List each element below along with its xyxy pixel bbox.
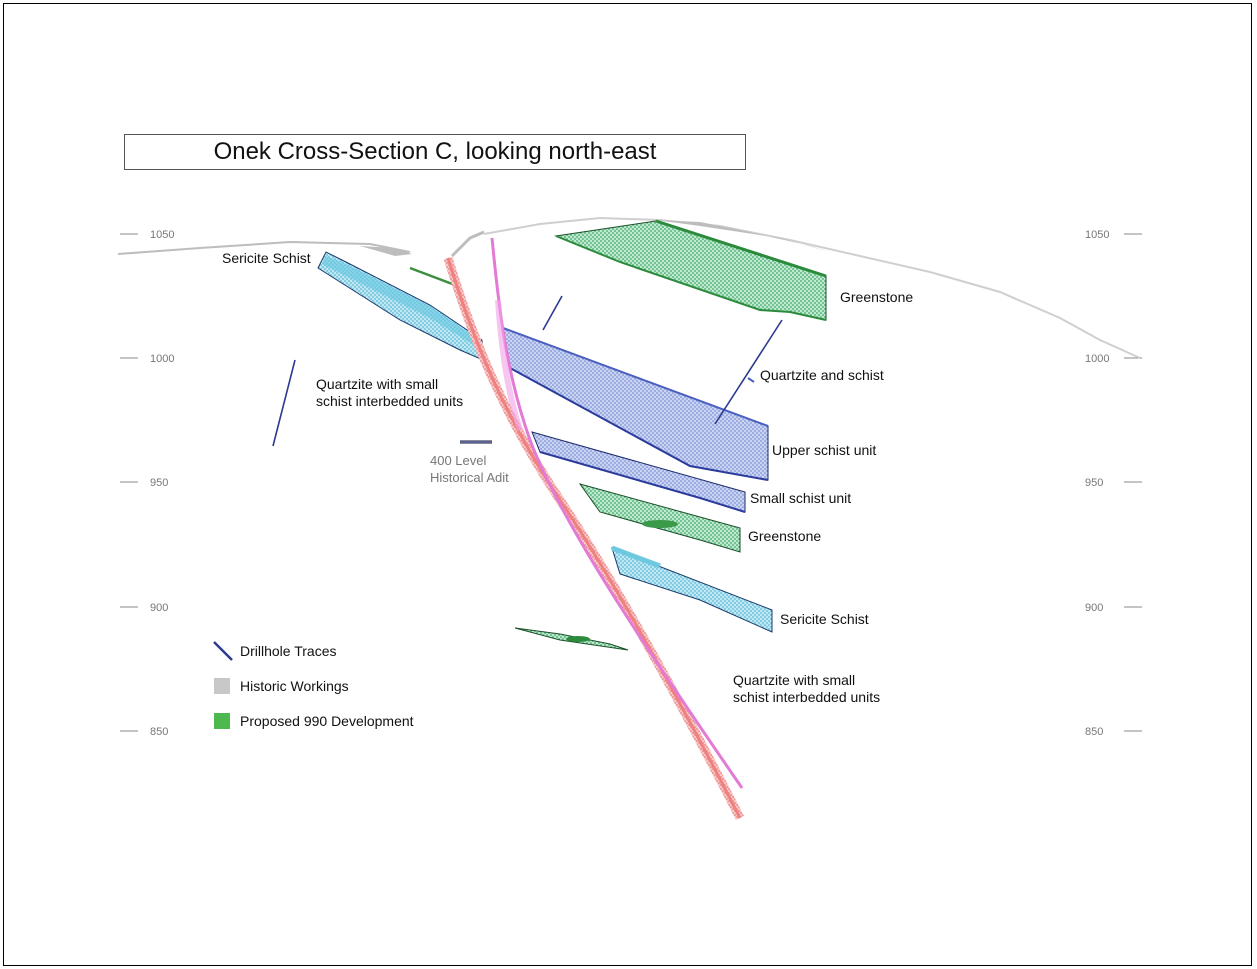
figure-title: Onek Cross-Section C, looking north-east: [124, 134, 746, 170]
elevation-label-950-right: 950: [1085, 477, 1103, 489]
label-quartzite-left-line2: schist interbedded units: [316, 393, 463, 409]
figure-frame: Onek Cross-Section C, looking north-east: [3, 3, 1252, 966]
elevation-label-950-left: 950: [150, 477, 168, 489]
legend: Drillhole Traces Historic Workings Propo…: [213, 641, 414, 729]
elevation-label-1000-right: 1000: [1085, 353, 1109, 365]
label-greenstone-top: Greenstone: [840, 289, 913, 305]
proposed-development-swatch: [214, 713, 230, 729]
elevation-axis-left: 1050 1000 950 900 850: [120, 229, 174, 738]
label-quartzite-bottom-line2: schist interbedded units: [733, 689, 880, 705]
elevation-axis-right: 1050 1000 950 900 850: [1085, 229, 1142, 738]
sericite-schist-lower: [611, 547, 773, 633]
legend-label-drillhole: Drillhole Traces: [240, 643, 336, 659]
label-quartzite-and-schist: Quartzite and schist: [760, 367, 884, 383]
label-greenstone-mid: Greenstone: [748, 528, 821, 544]
greenstone-upper: [554, 220, 827, 321]
elevation-label-850-left: 850: [150, 726, 168, 738]
drillhole-traces: [272, 295, 783, 447]
label-small-schist: Small schist unit: [750, 490, 851, 506]
elevation-label-900-left: 900: [150, 602, 168, 614]
label-sericite-schist-bottom: Sericite Schist: [780, 611, 869, 627]
elevation-label-1000-left: 1000: [150, 353, 174, 365]
greenstone-mid: [578, 483, 741, 553]
elevation-label-1050-left: 1050: [150, 229, 174, 241]
elevation-label-850-right: 850: [1085, 726, 1103, 738]
historic-workings-swatch: [214, 678, 230, 694]
historical-adit: [460, 440, 492, 444]
label-adit-line2: Historical Adit: [430, 470, 509, 485]
label-quartzite-left-line1: Quartzite with small: [316, 376, 438, 392]
label-upper-schist: Upper schist unit: [772, 442, 876, 458]
label-quartzite-bottom-line1: Quartzite with small: [733, 672, 855, 688]
elevation-label-900-right: 900: [1085, 602, 1103, 614]
ground-surface: [117, 216, 1141, 359]
drillhole-trace-icon: [213, 641, 233, 661]
development-strip-upper: [409, 266, 456, 287]
label-sericite-schist-top: Sericite Schist: [222, 250, 311, 266]
label-adit-line1: 400 Level: [430, 453, 486, 468]
legend-label-development: Proposed 990 Development: [240, 713, 414, 729]
legend-label-historic: Historic Workings: [240, 678, 349, 694]
elevation-label-1050-right: 1050: [1085, 229, 1109, 241]
